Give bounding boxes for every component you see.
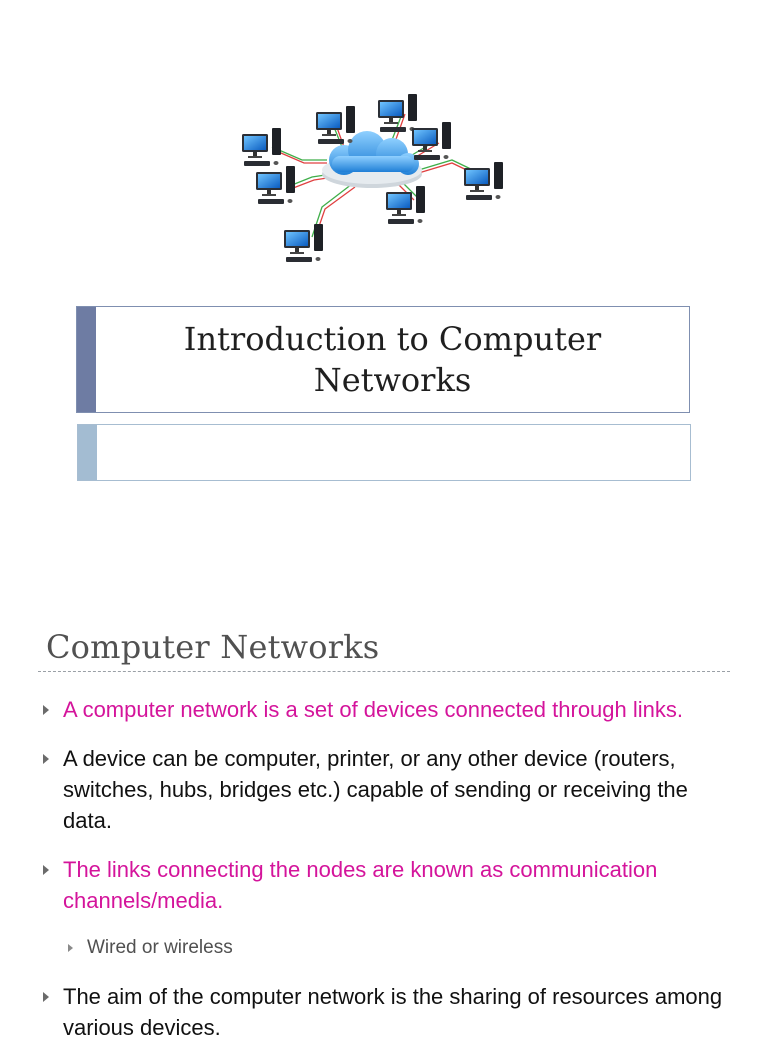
bullet-item: The links connecting the nodes are known… [63,857,658,913]
heading-divider [38,671,730,672]
title-slide: Introduction to Computer Networks [76,94,691,481]
sub-bullet-item: Wired or wireless [87,937,233,958]
content-slide: Computer Networks A computer network is … [0,540,768,1040]
bullet-item: A device can be computer, printer, or an… [63,746,688,833]
bullet-arrow-icon [43,754,49,764]
title-box: Introduction to Computer Networks [76,306,690,413]
bullet-item: The aim of the computer network is the s… [63,984,723,1040]
sub-bullet-arrow-icon [68,944,73,952]
title-accent-bar [77,307,96,412]
bullet-arrow-icon [43,865,49,875]
bullet-item: A computer network is a set of devices c… [63,697,683,722]
subtitle-box [77,424,691,481]
bullet-arrow-icon [43,992,49,1002]
slide-heading: Computer Networks [46,628,380,666]
subtitle-accent-bar [78,425,97,480]
network-cloud-computers-icon [242,94,503,262]
slide-title: Introduction to Computer Networks [183,319,602,399]
bullet-arrow-icon [43,705,49,715]
